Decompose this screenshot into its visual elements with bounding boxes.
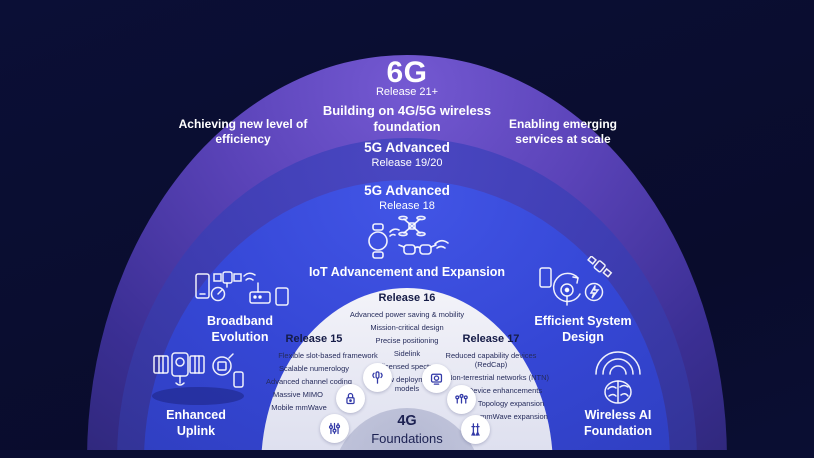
badge-spectrum-users — [447, 385, 476, 414]
router-icon — [249, 282, 271, 304]
speed-gauge-icon — [210, 286, 226, 302]
satellite-icon — [587, 256, 613, 278]
drone-icon — [398, 215, 426, 237]
release-15-item: Advanced channel coding — [266, 377, 352, 386]
badge-equalizer — [320, 414, 349, 443]
foundations-subtitle: Foundations — [371, 431, 443, 447]
spectrum-users-icon — [455, 393, 468, 404]
release-16-item: Unlicensed spectrum — [371, 362, 443, 371]
note-efficiency: Achieving new level of efficiency — [178, 117, 308, 146]
release-16-title: Release 16 — [378, 292, 436, 304]
wireless-ai-foundation-label: Wireless AI Foundation — [583, 408, 653, 438]
release-16-item: Precise positioning — [375, 336, 439, 345]
satellite-icon — [153, 352, 205, 386]
release-15-item: Flexible slot-based framework — [278, 351, 378, 360]
ring-18-title: 5G Advanced — [364, 183, 450, 198]
release-17-item: Device enhancements — [467, 386, 543, 395]
circular-arrows-icon — [552, 272, 581, 303]
release-16-column: Release 16 Advanced power saving & mobil… — [337, 292, 477, 393]
release-16-item: Sidelink — [393, 349, 421, 358]
wifi-arcs-icon — [595, 351, 641, 375]
device-camera-icon — [212, 353, 234, 376]
phone-icon — [233, 371, 244, 388]
smart-glasses-icon — [398, 244, 437, 255]
efficient-icon-cluster — [534, 256, 632, 312]
release-17-item: Non-terrestrial networks (NTN) — [446, 373, 550, 382]
broadband-icon-cluster — [192, 266, 292, 312]
ring-19-20-title: 5G Advanced — [364, 140, 450, 155]
ring-19-20-subtitle: Release 19/20 — [371, 157, 443, 169]
signal-waves-icon — [389, 228, 400, 237]
ring-18-subtitle: Release 18 — [379, 200, 435, 212]
iot-expansion-label: IoT Advancement and Expansion — [308, 265, 506, 279]
badge-camera — [422, 364, 451, 393]
4g-foundations-label: 4G Foundations — [357, 412, 457, 447]
enhanced-uplink-label: Enhanced Uplink — [166, 408, 226, 438]
iot-icon-cluster — [364, 214, 450, 266]
small-cell-icon — [372, 371, 383, 384]
phone-icon — [539, 267, 552, 288]
release-17-column: Release 17 Reduced capability devices (R… — [432, 333, 550, 421]
satellite-icon — [213, 271, 242, 288]
equalizer-icon — [328, 422, 341, 435]
energy-bolt-icon — [584, 282, 604, 302]
building-tagline: Building on 4G/5G wireless foundation — [322, 103, 492, 135]
release-16-item: New deployment models — [379, 375, 435, 393]
signal-waves-icon — [243, 272, 256, 281]
release-17-item: mmWave expansion — [480, 412, 548, 421]
4g-title: 4G — [397, 413, 417, 429]
efficient-system-design-label: Efficient System Design — [534, 314, 632, 344]
release-17-item: Reduced capability devices (RedCap) — [445, 351, 537, 369]
broadband-evolution-label: Broadband Evolution — [207, 314, 273, 344]
six-g-title: 6G — [386, 56, 428, 89]
phone-icon — [195, 273, 210, 299]
badge-antenna-towers — [461, 415, 490, 444]
release-17-item: Topology expansion — [477, 399, 545, 408]
antenna-towers-icon — [471, 423, 480, 436]
uplink-shadow-ellipse — [152, 387, 244, 405]
brain-icon — [604, 380, 632, 404]
release-15-item: Massive MIMO — [272, 390, 323, 399]
badge-lock — [336, 384, 365, 413]
smartwatch-icon — [368, 223, 388, 259]
signal-waves-icon — [434, 239, 449, 249]
release-15-title: Release 15 — [285, 333, 343, 345]
release-15-column: Release 15 Flexible slot-based framework… — [255, 333, 378, 412]
release-15-item: Scalable numerology — [278, 364, 350, 373]
note-emerging-services: Enabling emerging services at scale — [508, 117, 617, 146]
release-16-item: Mission-critical design — [370, 323, 444, 332]
release-15-item: Mobile mmWave — [271, 403, 327, 412]
wireless-ai-icon-cluster — [584, 350, 652, 408]
antenna-pin-icon — [560, 283, 574, 306]
release-16-item: Advanced power saving & mobility — [349, 310, 465, 319]
six-g-release: Release 21+ — [375, 86, 439, 98]
lock-icon — [346, 392, 355, 405]
tablet-icon — [275, 287, 289, 306]
bottom-border-strip — [0, 450, 814, 458]
uplink-icon-cluster — [146, 348, 252, 392]
camera-icon — [430, 373, 443, 385]
release-17-title: Release 17 — [462, 333, 520, 345]
badge-small-cell — [363, 363, 392, 392]
